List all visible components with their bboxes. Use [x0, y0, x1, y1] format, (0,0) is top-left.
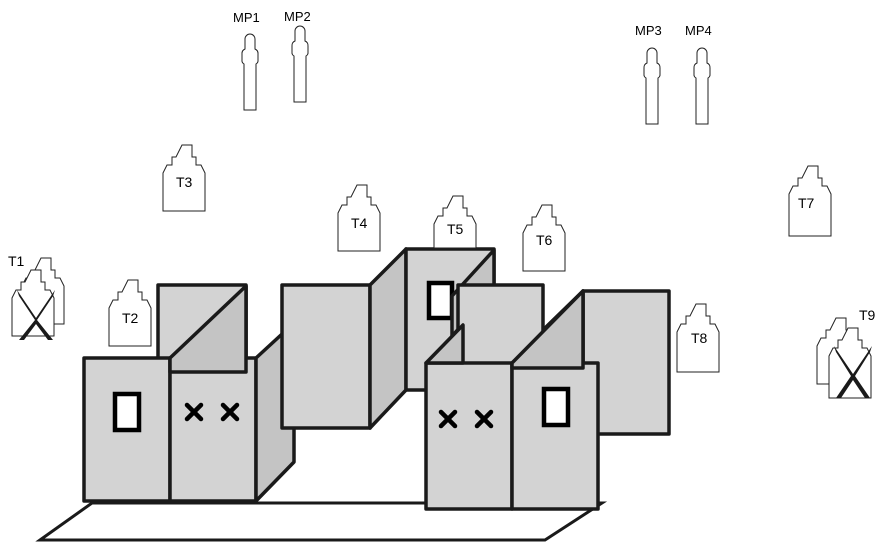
left-no-shoot-marks — [184, 402, 240, 422]
target-t4: T4 — [337, 184, 381, 252]
right-front-wall-right-top — [510, 289, 585, 370]
target-label-t3: T3 — [176, 174, 193, 190]
target-label-t9: T9 — [859, 307, 876, 323]
mini-popper-label-mp4: MP4 — [685, 23, 712, 38]
right-wall-structure — [424, 283, 671, 511]
target-t2: T2 — [108, 279, 152, 347]
mini-popper-label-mp2: MP2 — [284, 9, 311, 24]
center-wall-left — [280, 283, 372, 430]
target-label-t5: T5 — [447, 221, 464, 237]
mini-popper-mp1: MP1 — [233, 10, 260, 111]
target-t5: T5 — [433, 195, 477, 249]
right-no-shoot-marks — [438, 409, 494, 429]
mini-popper-mp4: MP4 — [685, 23, 712, 125]
target-label-t8: T8 — [691, 330, 708, 346]
target-label-t2: T2 — [122, 310, 139, 326]
right-front-wall — [424, 361, 514, 511]
right-door-opening — [541, 386, 571, 428]
target-label-t7: T7 — [798, 195, 815, 211]
right-front-wall-left-top — [424, 323, 465, 365]
center-wall-angled — [368, 247, 408, 430]
mini-popper-label-mp3: MP3 — [635, 23, 662, 38]
mini-popper-label-mp1: MP1 — [233, 10, 260, 25]
floor-outline — [35, 501, 608, 542]
target-t6: T6 — [522, 204, 566, 272]
target-t3: T3 — [162, 144, 206, 212]
center-door-opening — [426, 280, 455, 321]
target-label-t1: T1 — [8, 253, 25, 269]
left-door-opening — [112, 391, 142, 433]
mini-popper-mp3: MP3 — [635, 23, 662, 125]
target-t8: T8 — [676, 303, 720, 373]
left-wall-structure — [82, 283, 296, 503]
right-back-wall — [456, 283, 545, 367]
left-front-wall-2 — [168, 356, 258, 503]
target-t7: T7 — [788, 165, 832, 237]
target-t1: T1 — [8, 253, 65, 340]
target-label-t6: T6 — [536, 232, 553, 248]
right-front-wall-2 — [510, 361, 600, 511]
target-t9: T9 — [816, 307, 876, 399]
target-label-t4: T4 — [351, 215, 368, 231]
left-front-wall-top — [168, 284, 248, 374]
mini-popper-mp2: MP2 — [284, 9, 311, 103]
